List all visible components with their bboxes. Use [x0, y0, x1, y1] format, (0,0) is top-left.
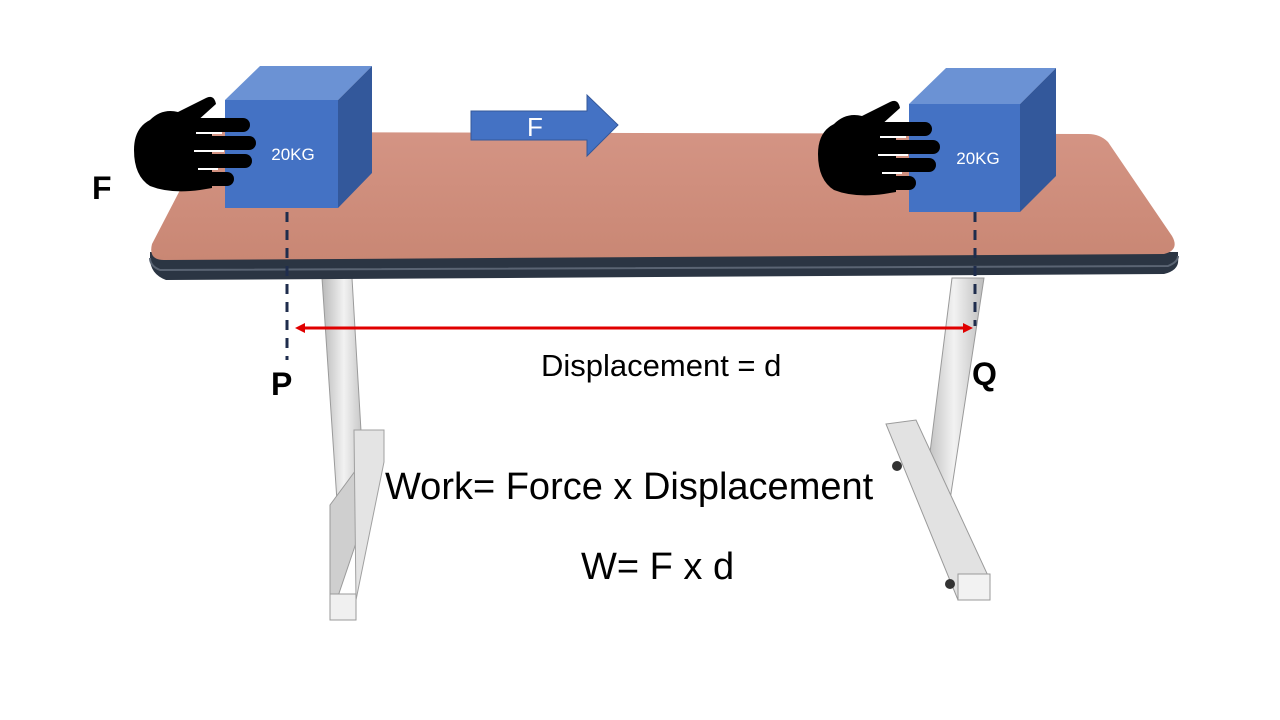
force-arrow: F	[470, 93, 619, 158]
point-q-label: Q	[972, 356, 997, 392]
force-label: F	[92, 170, 112, 206]
block-right: 20KG	[909, 68, 1056, 212]
table-leg-right	[885, 277, 991, 601]
hand-right-icon	[818, 100, 940, 196]
block-right-mass-label: 20KG	[956, 149, 999, 168]
point-p-label: P	[271, 366, 293, 402]
work-equation-symbols: W= F x d	[581, 546, 735, 588]
work-equation-words: Work= Force x Displacement	[385, 466, 874, 508]
table-leg-left	[321, 277, 385, 621]
hand-left-icon	[134, 96, 256, 192]
block-left-mass-label: 20KG	[271, 145, 314, 164]
force-arrow-label: F	[527, 112, 543, 142]
displacement-label: Displacement = d	[541, 348, 782, 383]
